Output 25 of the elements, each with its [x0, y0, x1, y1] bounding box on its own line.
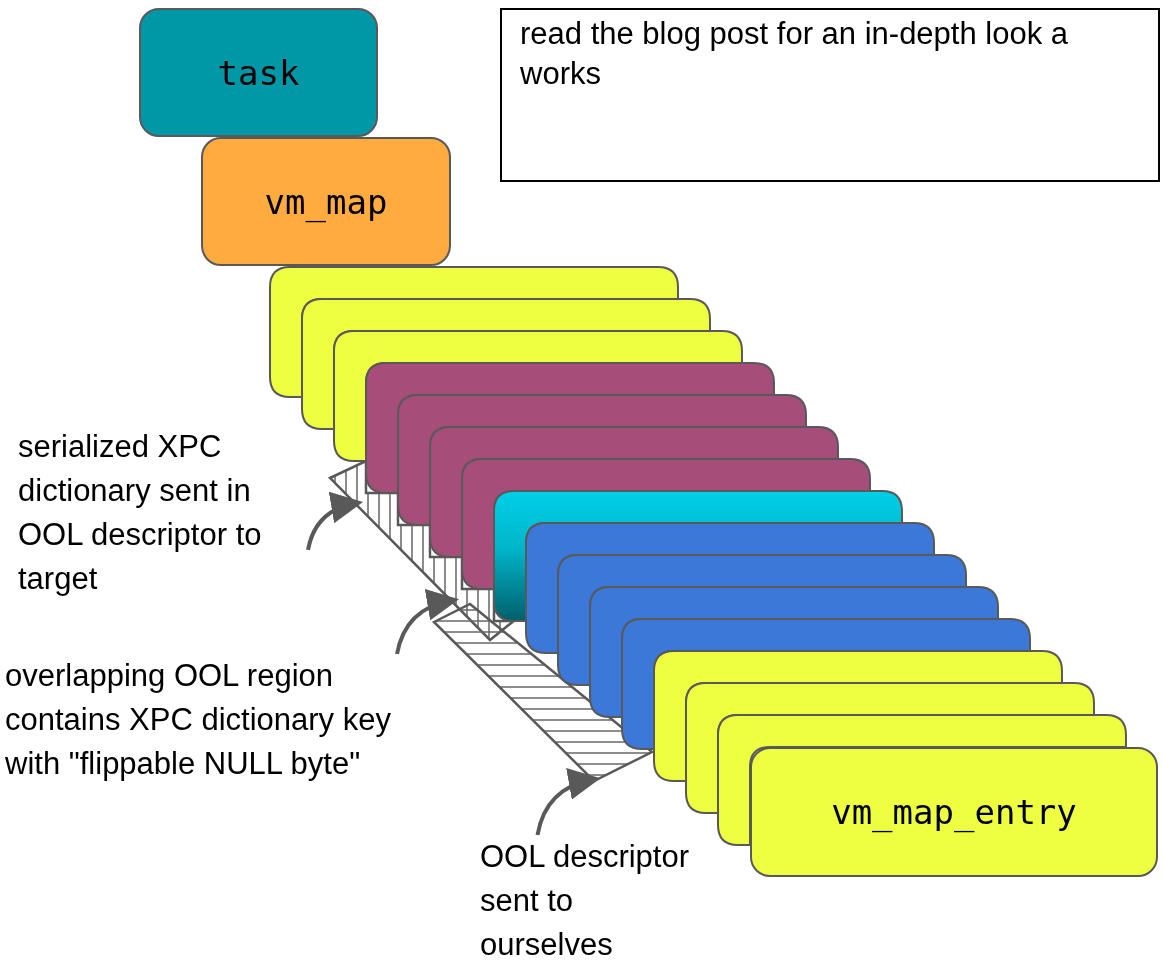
- memory-box: [301, 298, 711, 430]
- hatched-region: [431, 602, 655, 783]
- memory-box: vm_map_entry: [750, 747, 1158, 877]
- memory-box: [269, 266, 679, 398]
- memory-box: [397, 394, 807, 526]
- memory-box: [429, 426, 839, 558]
- memory-box: [557, 554, 967, 686]
- memory-box: [589, 586, 999, 718]
- memory-box: [493, 490, 903, 622]
- memory-box: [333, 330, 743, 462]
- curved-arrow: [395, 589, 459, 655]
- callout-text: serialized XPC dictionary sent in OOL descriptor to target: [18, 425, 308, 601]
- curved-arrow: [535, 769, 601, 836]
- task-box: task: [139, 8, 378, 137]
- vm-map-box: vm_map: [201, 137, 451, 266]
- callout-text: overlapping OOL region contains XPC dictionary key with "flippable NULL byte": [5, 654, 397, 786]
- note-box: read the blog post for an in-depth look a works: [500, 8, 1160, 182]
- memory-box: [365, 362, 775, 494]
- memory-box: [525, 522, 935, 654]
- memory-box: [461, 458, 871, 590]
- memory-box: [653, 650, 1063, 782]
- memory-box: [717, 714, 1127, 846]
- callout-text: OOL descriptor sent to ourselves: [480, 835, 702, 963]
- curved-arrow: [306, 492, 363, 551]
- memory-box: [621, 618, 1031, 750]
